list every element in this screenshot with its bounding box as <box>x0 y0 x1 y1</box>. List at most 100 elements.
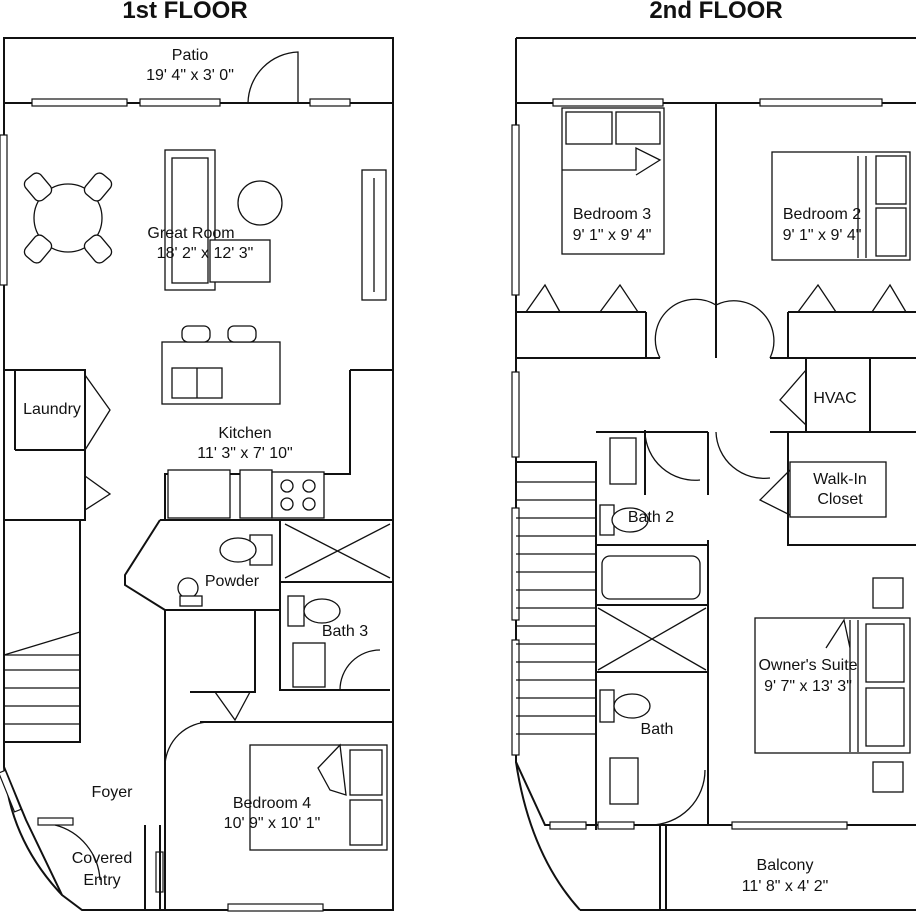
pillow <box>565 111 613 145</box>
bedroom2-size: 9' 1" x 9' 4" <box>783 227 862 244</box>
walkin-walls <box>787 432 916 546</box>
burner <box>280 497 294 511</box>
second-floor-title: 2nd FLOOR <box>649 0 782 24</box>
bedrooms-walls <box>516 103 916 359</box>
window <box>597 821 635 830</box>
closet-jamb <box>645 312 789 358</box>
vanity <box>609 757 639 805</box>
walkin-label-2: Closet <box>817 491 863 508</box>
window <box>731 821 848 830</box>
blanket-fold <box>562 146 662 176</box>
patio-door-swing <box>247 51 299 104</box>
laundry-label: Laundry <box>23 401 81 418</box>
blanket-fold <box>317 743 347 796</box>
pillow <box>865 623 905 683</box>
bath-label: Bath <box>641 721 674 738</box>
stool <box>227 325 257 343</box>
patio-outline <box>3 37 394 103</box>
fridge <box>167 469 231 519</box>
powder-sink <box>177 577 199 599</box>
first-floor-stairs <box>3 519 81 743</box>
hvac-label: HVAC <box>813 390 856 407</box>
window <box>37 817 74 826</box>
great-room-size: 18' 2" x 12' 3" <box>157 245 254 262</box>
bedroom-doors <box>654 298 775 359</box>
burner <box>302 497 316 511</box>
dining-set <box>23 172 113 264</box>
covered-entry-label-2: Entry <box>83 872 120 889</box>
closet-walls <box>165 609 256 693</box>
side-table <box>209 239 271 283</box>
walkin-door-swing <box>715 431 771 480</box>
second-floor-plan: 2nd FLOOR <box>511 0 916 911</box>
toilet-tank <box>599 689 615 723</box>
vanity <box>292 642 326 688</box>
great-room-label: Great Room <box>147 225 234 242</box>
bath3-walls <box>279 519 393 691</box>
hvac-door <box>779 369 807 426</box>
bedroom3-size: 9' 1" x 9' 4" <box>573 227 652 244</box>
bedroom4-size: 10' 9" x 10' 1" <box>224 815 321 832</box>
bath2-door-swing <box>644 431 701 481</box>
patio-label: Patio <box>172 47 209 64</box>
closet-door <box>214 691 251 722</box>
second-floor-curve <box>515 761 581 911</box>
window <box>227 903 324 912</box>
bath-door-swing <box>649 769 706 826</box>
window <box>511 507 520 621</box>
nightstand <box>872 761 904 793</box>
ottoman <box>237 180 283 226</box>
pillow <box>615 111 661 145</box>
baths-walls <box>596 430 709 825</box>
pillow <box>349 749 383 796</box>
window <box>552 98 664 107</box>
window <box>0 134 8 286</box>
bathtub <box>601 555 701 600</box>
first-floor-plan: 1st FLOOR <box>0 0 394 912</box>
foyer-label: Foyer <box>92 784 134 801</box>
entry-door-swing <box>54 824 101 881</box>
window <box>139 98 221 107</box>
shower <box>284 523 391 579</box>
nightstand <box>872 577 904 609</box>
balcony-outline <box>580 825 916 911</box>
closet-doors <box>525 283 907 313</box>
bedroom4-label: Bedroom 4 <box>233 795 311 812</box>
counter <box>239 469 273 519</box>
toilet-bowl <box>611 507 649 533</box>
window <box>309 98 351 107</box>
owners-suite-size: 9' 7" x 13' 3" <box>764 678 852 695</box>
vanity <box>179 595 203 607</box>
walkin-door <box>758 469 791 516</box>
balcony-size: 11' 8" x 4' 2" <box>742 878 829 895</box>
pillow <box>865 687 905 747</box>
blanket-fold <box>857 156 867 258</box>
window <box>759 98 883 107</box>
bedroom4-door-swing <box>164 721 211 766</box>
blanket-fold <box>825 618 859 752</box>
toilet-tank <box>287 595 305 627</box>
first-floor-title: 1st FLOOR <box>122 0 247 24</box>
owners-suite-label: Owner's Suite <box>758 657 857 674</box>
shower <box>597 607 707 671</box>
covered-entry-label: Covered <box>72 850 132 867</box>
balcony-label: Balcony <box>757 857 814 874</box>
window <box>31 98 128 107</box>
range <box>271 471 325 519</box>
burner <box>302 479 316 493</box>
powder-label: Powder <box>205 573 260 590</box>
window <box>511 124 520 296</box>
bedroom2-label: Bedroom 2 <box>783 206 861 223</box>
window <box>0 769 22 813</box>
toilet-bowl <box>303 598 341 624</box>
bath3-door-swing <box>339 649 381 691</box>
burner <box>280 479 294 493</box>
kitchen-size: 11' 3" x 7' 10" <box>197 445 292 462</box>
toilet-bowl <box>219 537 257 563</box>
window <box>511 371 520 458</box>
bedroom3-label: Bedroom 3 <box>573 206 651 223</box>
laundry-walls <box>4 369 86 521</box>
pillow <box>875 207 907 257</box>
vanity <box>609 437 637 485</box>
kitchen-label: Kitchen <box>218 425 271 442</box>
